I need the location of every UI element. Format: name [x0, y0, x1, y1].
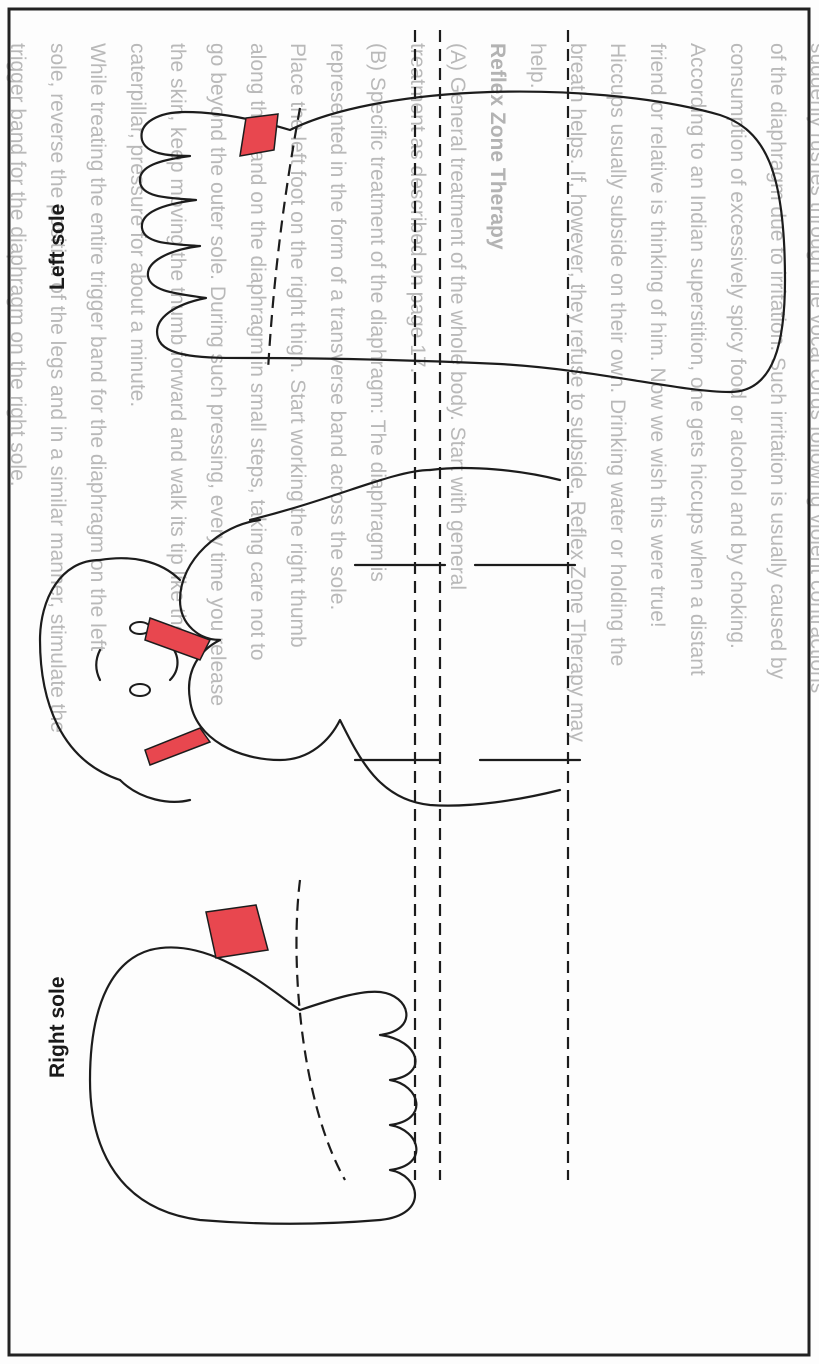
right-sole	[90, 880, 416, 1224]
show-through-line: the skin, keep moving the thumb forward …	[166, 43, 189, 637]
right-sole-outline	[90, 947, 416, 1223]
face-reflex-zone-lower	[145, 728, 210, 765]
show-through-lines: Diaphragm is a dome-shaped respiratory m…	[0, 43, 819, 742]
show-through-line: (A) General treatment of the whole body.…	[446, 43, 469, 590]
left-sole-label: Left sole	[46, 204, 69, 290]
show-through-line: treatment as described on page 17.	[406, 43, 429, 373]
face-diagram	[40, 468, 580, 806]
show-through-line: (B) Specific treatment of the diaphragm:…	[366, 43, 389, 582]
right-eye	[130, 684, 150, 696]
show-through-line: of the diaphragm due to irritation. Such…	[766, 43, 789, 680]
left-big-toe-reflex-zone	[240, 114, 278, 156]
show-through-line: Reflex Zone Therapy	[486, 43, 509, 250]
show-through-line: caterpillar, pressure for about a minute…	[126, 43, 149, 407]
show-through-line: represented in the form of a transverse …	[326, 43, 349, 610]
show-through-line: Hiccups usually subside on their own. Dr…	[606, 43, 629, 666]
show-through-line: help.	[526, 43, 549, 89]
show-through-line: According to an Indian superstition, one…	[686, 43, 709, 676]
show-through-line: breath helps. If, however, they refuse t…	[566, 43, 589, 742]
show-through-line: sole, reverse the position of the legs a…	[46, 43, 69, 733]
show-through-line: consumption of excessively spicy food or…	[726, 43, 749, 649]
show-through-text: Diaphragm is a dome-shaped respiratory m…	[0, 43, 819, 742]
show-through-line: friend or relative is thinking of him. N…	[646, 43, 669, 628]
mouth	[96, 650, 100, 680]
face-outline	[120, 780, 190, 802]
show-through-line: go beyond the outer sole. During such pr…	[206, 43, 229, 706]
right-big-toe-reflex-zone	[206, 905, 268, 958]
right-diaphragm-curve	[296, 880, 345, 1180]
right-sole-label: Right sole	[46, 976, 69, 1078]
show-through-line: Place the left foot on the right thigh. …	[286, 43, 309, 648]
